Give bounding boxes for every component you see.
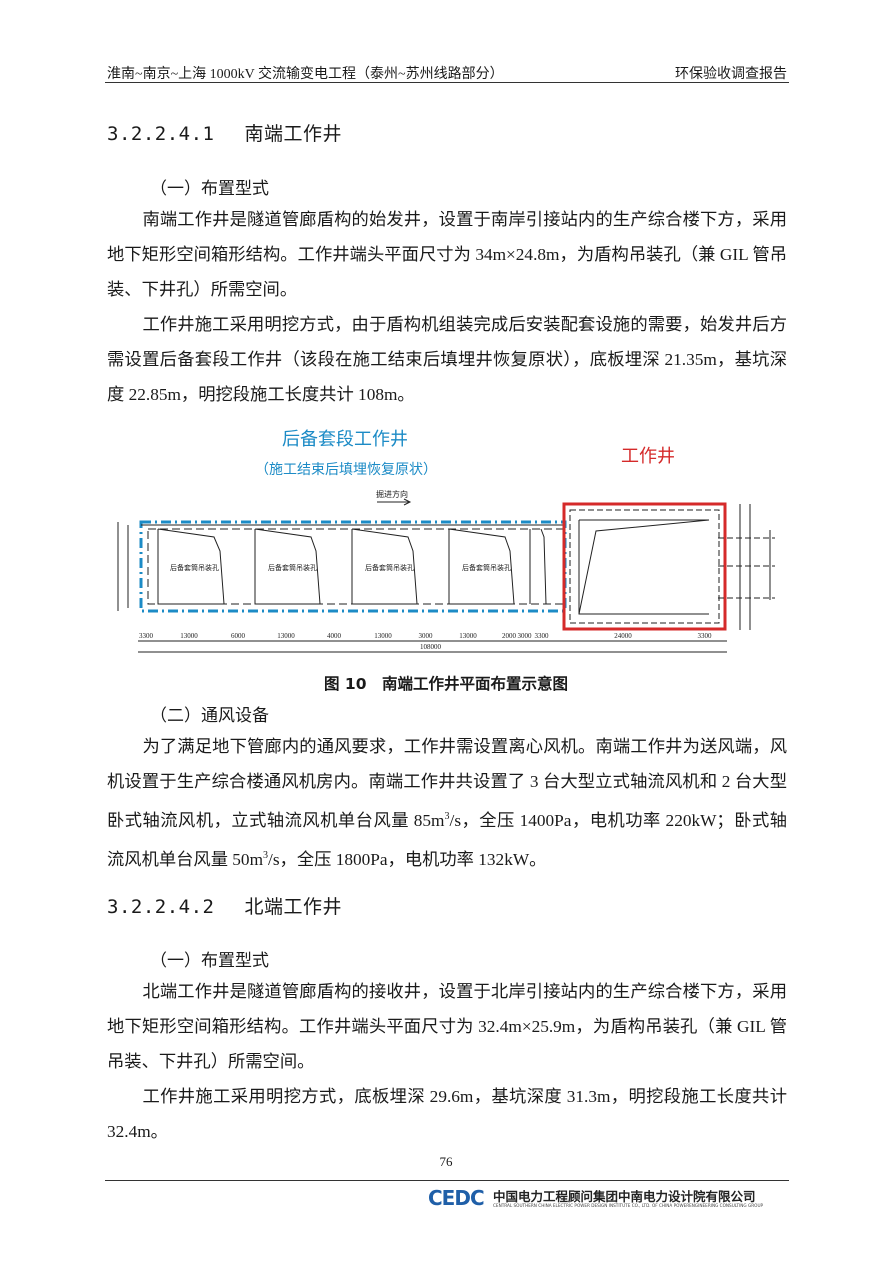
direction-arrow-head xyxy=(403,498,412,506)
section-title: 南端工作井 xyxy=(244,123,342,145)
footer-rule xyxy=(105,1180,789,1181)
paragraph: 南端工作井是隧道管廊盾构的始发井，设置于南岸引接站内的生产综合楼下方，采用地下矩… xyxy=(107,210,787,299)
hole-label: 后备套筒吊装孔 xyxy=(268,564,317,572)
section-number: 3.2.2.4.2 xyxy=(107,896,215,918)
page-number: 76 xyxy=(439,1154,453,1169)
subheading: （一）布置型式 xyxy=(150,179,269,198)
working-well-label: 工作井 xyxy=(621,446,675,467)
header-rule xyxy=(105,82,789,83)
figure-caption: 图 10 南端工作井平面布置示意图 xyxy=(324,675,568,693)
paragraph: 为了满足地下管廊内的通风要求，工作井需设置离心风机。南端工作井为送风端，风机设置… xyxy=(107,737,788,869)
hole-2 xyxy=(254,528,321,605)
hole-group xyxy=(157,528,547,605)
company-logo: CEDC xyxy=(428,1186,485,1210)
subheading: （一）布置型式 xyxy=(150,951,269,970)
paragraph: 工作井施工采用明挖方式，底板埋深 29.6m，基坑深度 31.3m，明挖段施工长… xyxy=(107,1087,787,1141)
hole-1 xyxy=(157,528,225,605)
paragraph: 北端工作井是隧道管廊盾构的接收井，设置于北岸引接站内的生产综合楼下方，采用地下矩… xyxy=(107,982,787,1071)
company-name-en: CENTRAL SOUTHERN CHINA ELECTRIC POWER DE… xyxy=(493,1203,764,1208)
section-heading: 3.2.2.4.1 南端工作井 xyxy=(107,119,342,146)
paragraph: 工作井施工采用明挖方式，由于盾构机组装完成后安装配套设施的需要，始发井后方需设置… xyxy=(107,315,787,404)
company-name: 中国电力工程顾问集团中南电力设计院有限公司 xyxy=(493,1189,756,1204)
backup-well-note: （施工结束后填埋恢复原状） xyxy=(255,462,437,478)
hole-4 xyxy=(448,528,515,605)
working-well-outline xyxy=(562,502,727,631)
subheading: （二）通风设备 xyxy=(150,706,269,725)
hole-label: 后备套筒吊装孔 xyxy=(365,564,414,572)
section-heading: 3.2.2.4.2 北端工作井 xyxy=(107,892,342,919)
header-title: 淮南~南京~上海 1000kV 交流输变电工程（泰州~苏州线路部分） xyxy=(107,67,504,82)
hole-3 xyxy=(351,528,418,605)
plan-diagram xyxy=(117,498,775,653)
hole-label: 后备套筒吊装孔 xyxy=(462,564,511,572)
header-report-type: 环保验收调查报告 xyxy=(675,67,787,82)
hole-label: 后备套筒吊装孔 xyxy=(170,564,219,572)
section-number: 3.2.2.4.1 xyxy=(107,123,215,145)
backup-well-label: 后备套段工作井 xyxy=(282,429,408,450)
direction-label: 掘进方向 xyxy=(376,490,408,499)
section-title: 北端工作井 xyxy=(244,896,342,918)
total-dimension: 108000 xyxy=(420,643,441,651)
